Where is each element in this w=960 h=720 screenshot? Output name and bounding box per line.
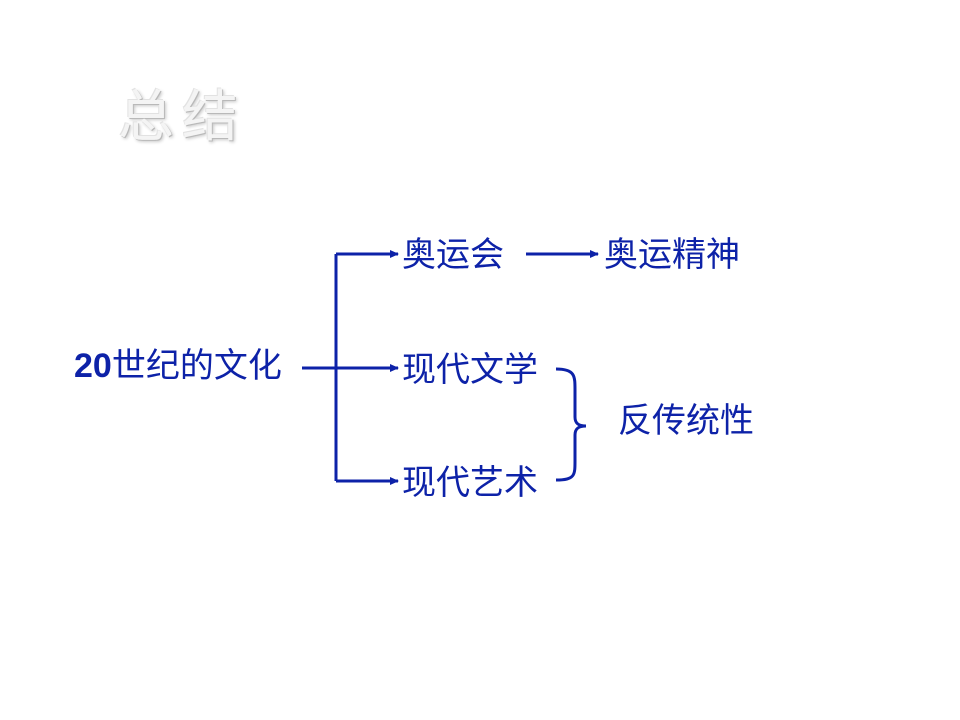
root-text: 世纪的文化	[111, 346, 282, 386]
branch-label-xiandaiwenxue: 现代文学	[402, 350, 538, 390]
root-number: 20	[74, 347, 112, 385]
branch-result-aoyunjingshen: 奥运精神	[604, 235, 740, 275]
slide-title: 总结	[118, 85, 246, 150]
root-node: 20世纪的文化	[74, 346, 282, 386]
curly-brace	[555, 367, 587, 482]
grouped-result-label: 反传统性	[618, 401, 754, 441]
branch-label-xiandaiyishu: 现代艺术	[402, 463, 538, 503]
branch-label-aoyunhui: 奥运会	[402, 235, 504, 275]
